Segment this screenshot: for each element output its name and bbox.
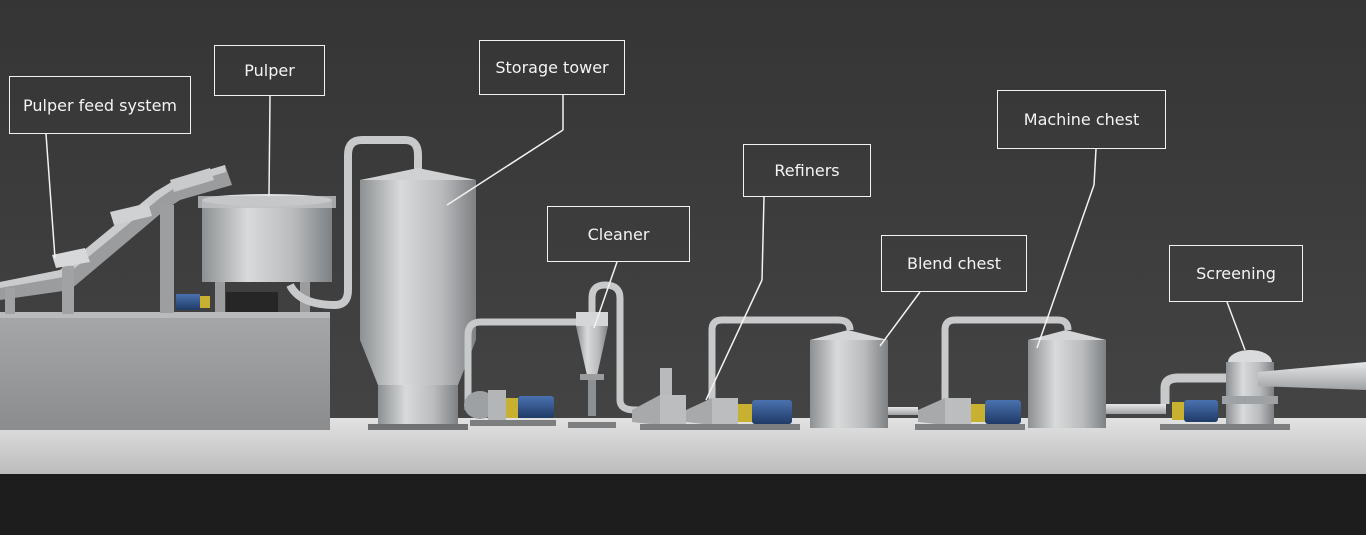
label-machine-chest: Machine chest xyxy=(997,90,1166,149)
pump-tower xyxy=(464,318,578,426)
cleaner-unit xyxy=(568,281,650,428)
label-storage-tower: Storage tower xyxy=(479,40,625,95)
pipe-pulper-to-tower xyxy=(286,136,422,310)
pulper-vessel xyxy=(176,194,336,312)
concrete-platform xyxy=(0,312,330,430)
pulper-feed-conveyor xyxy=(0,165,232,314)
screening-unit xyxy=(1160,350,1366,430)
floor-edge xyxy=(0,474,1366,535)
blend-chest-vessel xyxy=(810,330,918,428)
label-blend-chest: Blend chest xyxy=(881,235,1027,292)
refiner-units xyxy=(632,316,854,430)
label-cleaner: Cleaner xyxy=(547,206,690,262)
storage-tower-vessel xyxy=(360,168,476,430)
label-pulper: Pulper xyxy=(214,45,325,96)
machine-chest-vessel xyxy=(1028,330,1166,428)
label-pulper-feed-system: Pulper feed system xyxy=(9,76,191,134)
leader-lines xyxy=(45,95,1246,401)
label-screening: Screening xyxy=(1169,245,1303,302)
label-refiners: Refiners xyxy=(743,144,871,197)
pump-blend xyxy=(915,316,1072,430)
